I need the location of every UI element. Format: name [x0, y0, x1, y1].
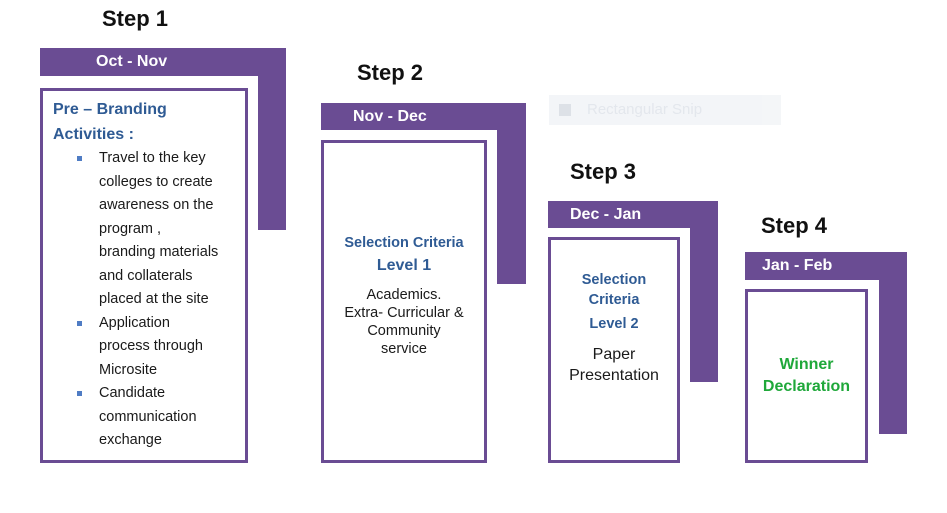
criteria-line: service [381, 341, 427, 357]
step-1-heading-line-2: Activities : [53, 126, 134, 143]
bullet-3-line: exchange [99, 432, 162, 448]
criteria-line: Extra- Curricular & [344, 305, 464, 321]
step-3-task: Paper Presentation [551, 344, 677, 386]
bullet-square-icon [77, 320, 82, 326]
step-3-heading-line-2: Criteria [588, 292, 640, 308]
bullet-2-line: Application [99, 314, 170, 331]
step-4-result: Winner Declaration [748, 354, 865, 398]
step-4-result-line-2: Declaration [762, 378, 851, 395]
step-2-connector [497, 103, 526, 284]
bullet-1-line: colleges to create [99, 173, 213, 190]
list-item: Candidate communication exchange [53, 382, 239, 453]
step-4-panel: Winner Declaration [745, 289, 868, 463]
bullet-1-line: awareness on the [99, 197, 214, 213]
step-2-criteria: Academics. Extra- Curricular & Community… [324, 286, 484, 358]
step-2-period-band: Nov - Dec [321, 103, 526, 130]
step-3-level: Level 2 [589, 316, 639, 332]
criteria-line: Community [367, 323, 441, 339]
step-4-result-line-1: Winner [779, 356, 834, 373]
step-4-title: Step 4 [761, 213, 828, 238]
step-1-connector [258, 48, 286, 230]
snip-label: Rectangular Snip [587, 101, 703, 118]
step-1-period-band: Oct - Nov [40, 48, 286, 76]
step-3-period-band: Dec - Jan [548, 201, 718, 228]
step-1-title: Step 1 [102, 6, 169, 31]
bullet-2-line: Microsite [99, 361, 158, 378]
step-1-period: Oct - Nov [96, 53, 168, 70]
step-3-heading-line-1: Selection [581, 272, 647, 288]
bullet-1-line: branding materials [99, 244, 219, 260]
bullet-1-line: placed at the site [99, 291, 209, 307]
step-1-panel: Pre – Branding Activities : Travel to th… [40, 88, 248, 463]
scissors-icon [559, 104, 571, 116]
bullet-1-line: program , [99, 220, 162, 237]
step-3-title: Step 3 [570, 159, 637, 184]
step-3-connector [690, 201, 718, 382]
bullet-square-icon [77, 391, 82, 396]
bullet-3-line: communication [99, 408, 197, 425]
list-item: Travel to the key colleges to create awa… [53, 147, 239, 312]
step-2-level: Level 1 [376, 257, 432, 274]
step-3-task-line-2: Presentation [569, 367, 659, 384]
step-3-task-line-1: Paper [592, 346, 636, 363]
step-1-heading: Pre – Branding Activities : [53, 97, 167, 147]
step-4-connector [879, 252, 907, 434]
bullet-1-line: Travel to the key [99, 150, 206, 166]
list-item: Application process through Microsite [53, 312, 239, 383]
bullet-square-icon [77, 156, 82, 161]
bullet-1-line: and collaterals [99, 267, 193, 284]
step-2-period: Nov - Dec [353, 107, 427, 125]
step-2-heading: Selection Criteria [344, 235, 464, 251]
step-3-period: Dec - Jan [570, 205, 642, 223]
step-4-period: Jan - Feb [762, 257, 833, 274]
step-1-activity-list: Travel to the key colleges to create awa… [53, 147, 239, 453]
step-1-heading-line-1: Pre – Branding [53, 101, 167, 118]
step-2-panel: Selection Criteria Level 1 Academics. Ex… [321, 140, 487, 463]
rectangular-snip-overlay: Rectangular Snip [549, 95, 781, 125]
bullet-2-line: process through [99, 338, 203, 354]
bullet-3-line: Candidate [99, 385, 166, 401]
criteria-line: Academics. [366, 287, 442, 303]
step-3-heading: Selection Criteria [551, 270, 677, 310]
step-3-panel: Selection Criteria Level 2 Paper Present… [548, 237, 680, 463]
step-2-title: Step 2 [357, 60, 424, 85]
